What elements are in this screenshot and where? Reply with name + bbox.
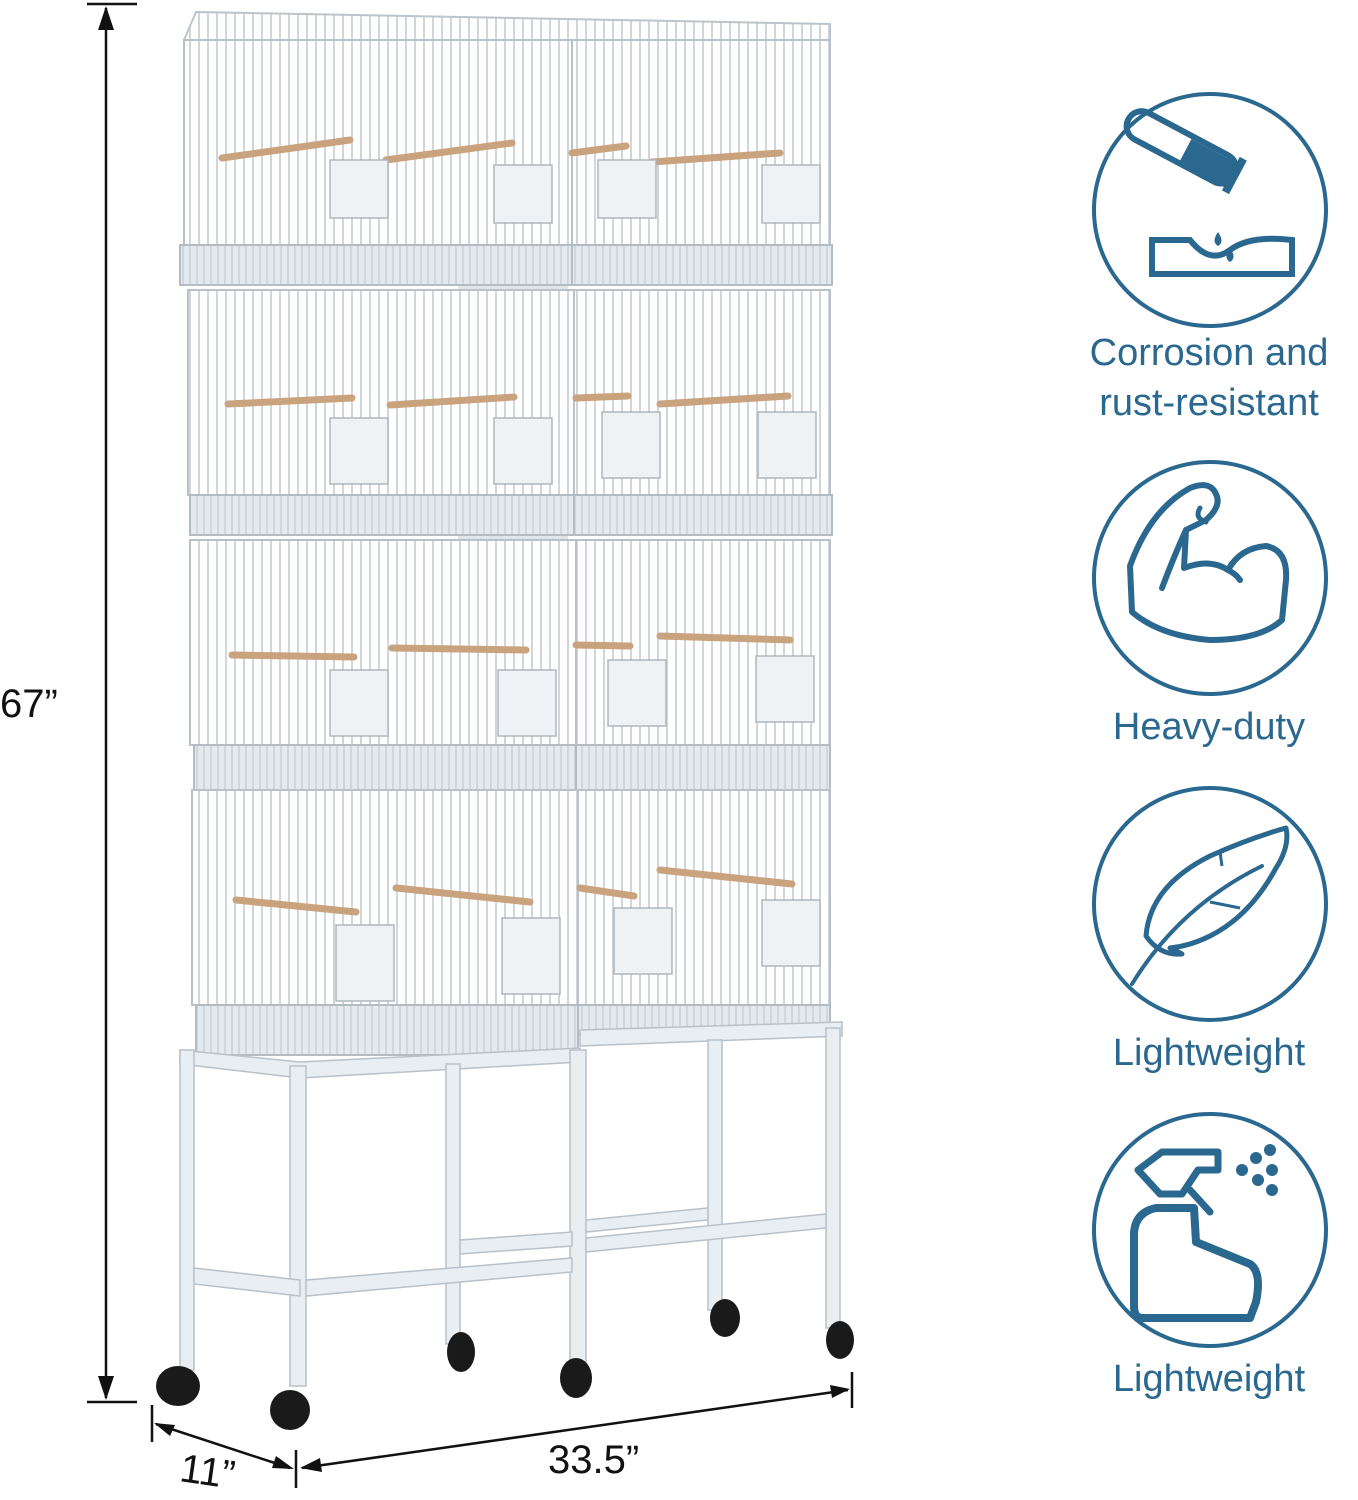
height-dimension-label: 67” xyxy=(0,682,58,726)
cage-stack xyxy=(179,10,833,1056)
corrosion-icon xyxy=(1092,92,1328,328)
cage-tier-2 xyxy=(187,289,833,536)
feature-list: Corrosion and rust-resistant Heavy-duty … xyxy=(1060,0,1358,1500)
spray-bottle-icon xyxy=(1092,1112,1328,1348)
width-dimension-label: 33.5” xyxy=(548,1438,640,1482)
product-image: 67” 11” 33.5” xyxy=(0,2,854,1498)
wheel-icon xyxy=(270,1390,310,1430)
muscle-arm-icon xyxy=(1092,460,1328,696)
depth-dimension-label: 11” xyxy=(177,1446,238,1498)
wheel-icon xyxy=(826,1321,854,1359)
feather-icon xyxy=(1092,786,1328,1022)
feature-label: Lightweight xyxy=(1112,1358,1306,1400)
feature-label-line2: rust-resistant xyxy=(1099,382,1319,424)
wheel-icon xyxy=(447,1332,475,1372)
wheel-icon xyxy=(710,1299,740,1337)
feature-label: Lightweight xyxy=(1112,1032,1306,1074)
wheel-icon xyxy=(560,1358,592,1398)
rolling-stand xyxy=(179,1021,843,1387)
wheel-icon xyxy=(156,1366,200,1406)
cage-tier-4 xyxy=(191,789,831,1056)
cage-tier-1 xyxy=(179,39,833,286)
feature-label: Heavy-duty xyxy=(1112,706,1306,748)
height-dimension-line xyxy=(87,2,137,1404)
cage-tier-3 xyxy=(189,539,831,791)
caster-wheels xyxy=(156,1299,854,1430)
base-dimension-lines xyxy=(150,1372,854,1488)
feature-label: Corrosion and xyxy=(1089,332,1329,374)
bird-cage-illustration xyxy=(87,2,854,1488)
